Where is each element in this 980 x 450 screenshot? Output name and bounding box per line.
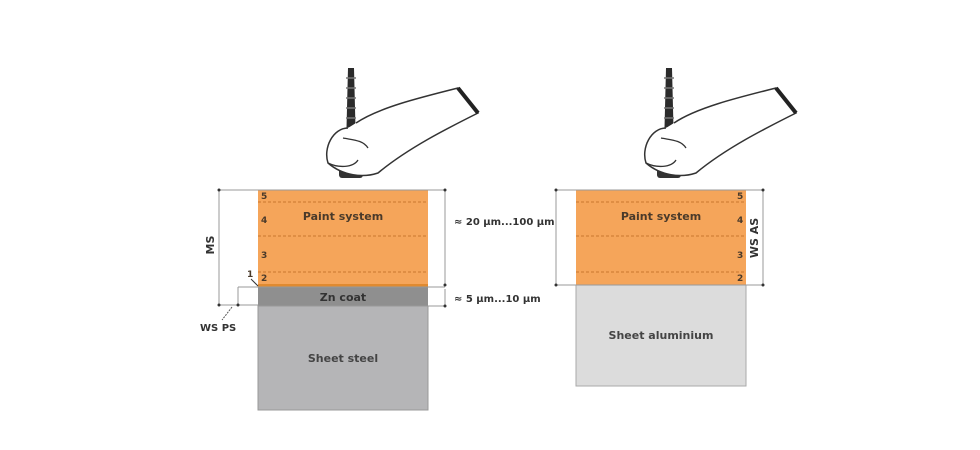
left-substrate-label: Sheet steel <box>308 352 378 365</box>
right-layer-4: 4 <box>737 216 743 226</box>
left-point-marker: 1 <box>247 270 253 280</box>
ws-as-label: WS AS <box>748 218 761 258</box>
left-layer-3: 3 <box>261 251 267 261</box>
left-layer-5: 5 <box>261 192 267 202</box>
left-paint-layer <box>258 190 428 286</box>
ms-label: MS <box>204 235 217 254</box>
right-paint-layer <box>576 190 746 285</box>
left-layer-4: 4 <box>261 216 267 226</box>
zn-thickness-label: ≈ 5 µm...10 µm <box>454 294 541 305</box>
right-layer-5: 5 <box>737 192 743 202</box>
paint-thickness-label: ≈ 20 µm...100 µm <box>454 217 555 228</box>
right-paint-label: Paint system <box>621 210 701 223</box>
right-substrate-label: Sheet aluminium <box>609 329 714 342</box>
ws-ps-label: WS PS <box>200 323 236 334</box>
right-layer-3: 3 <box>737 251 743 261</box>
left-probe-hand-icon <box>324 66 480 180</box>
left-zn-label: Zn coat <box>320 291 366 304</box>
left-zn-layer <box>258 287 428 306</box>
right-aluminium-layer <box>575 284 747 387</box>
left-layer-2: 2 <box>261 274 267 284</box>
left-paint-label: Paint system <box>303 210 383 223</box>
right-layer-2: 2 <box>737 274 743 284</box>
right-probe-hand-icon <box>642 66 798 180</box>
left-steel-layer <box>257 305 429 411</box>
